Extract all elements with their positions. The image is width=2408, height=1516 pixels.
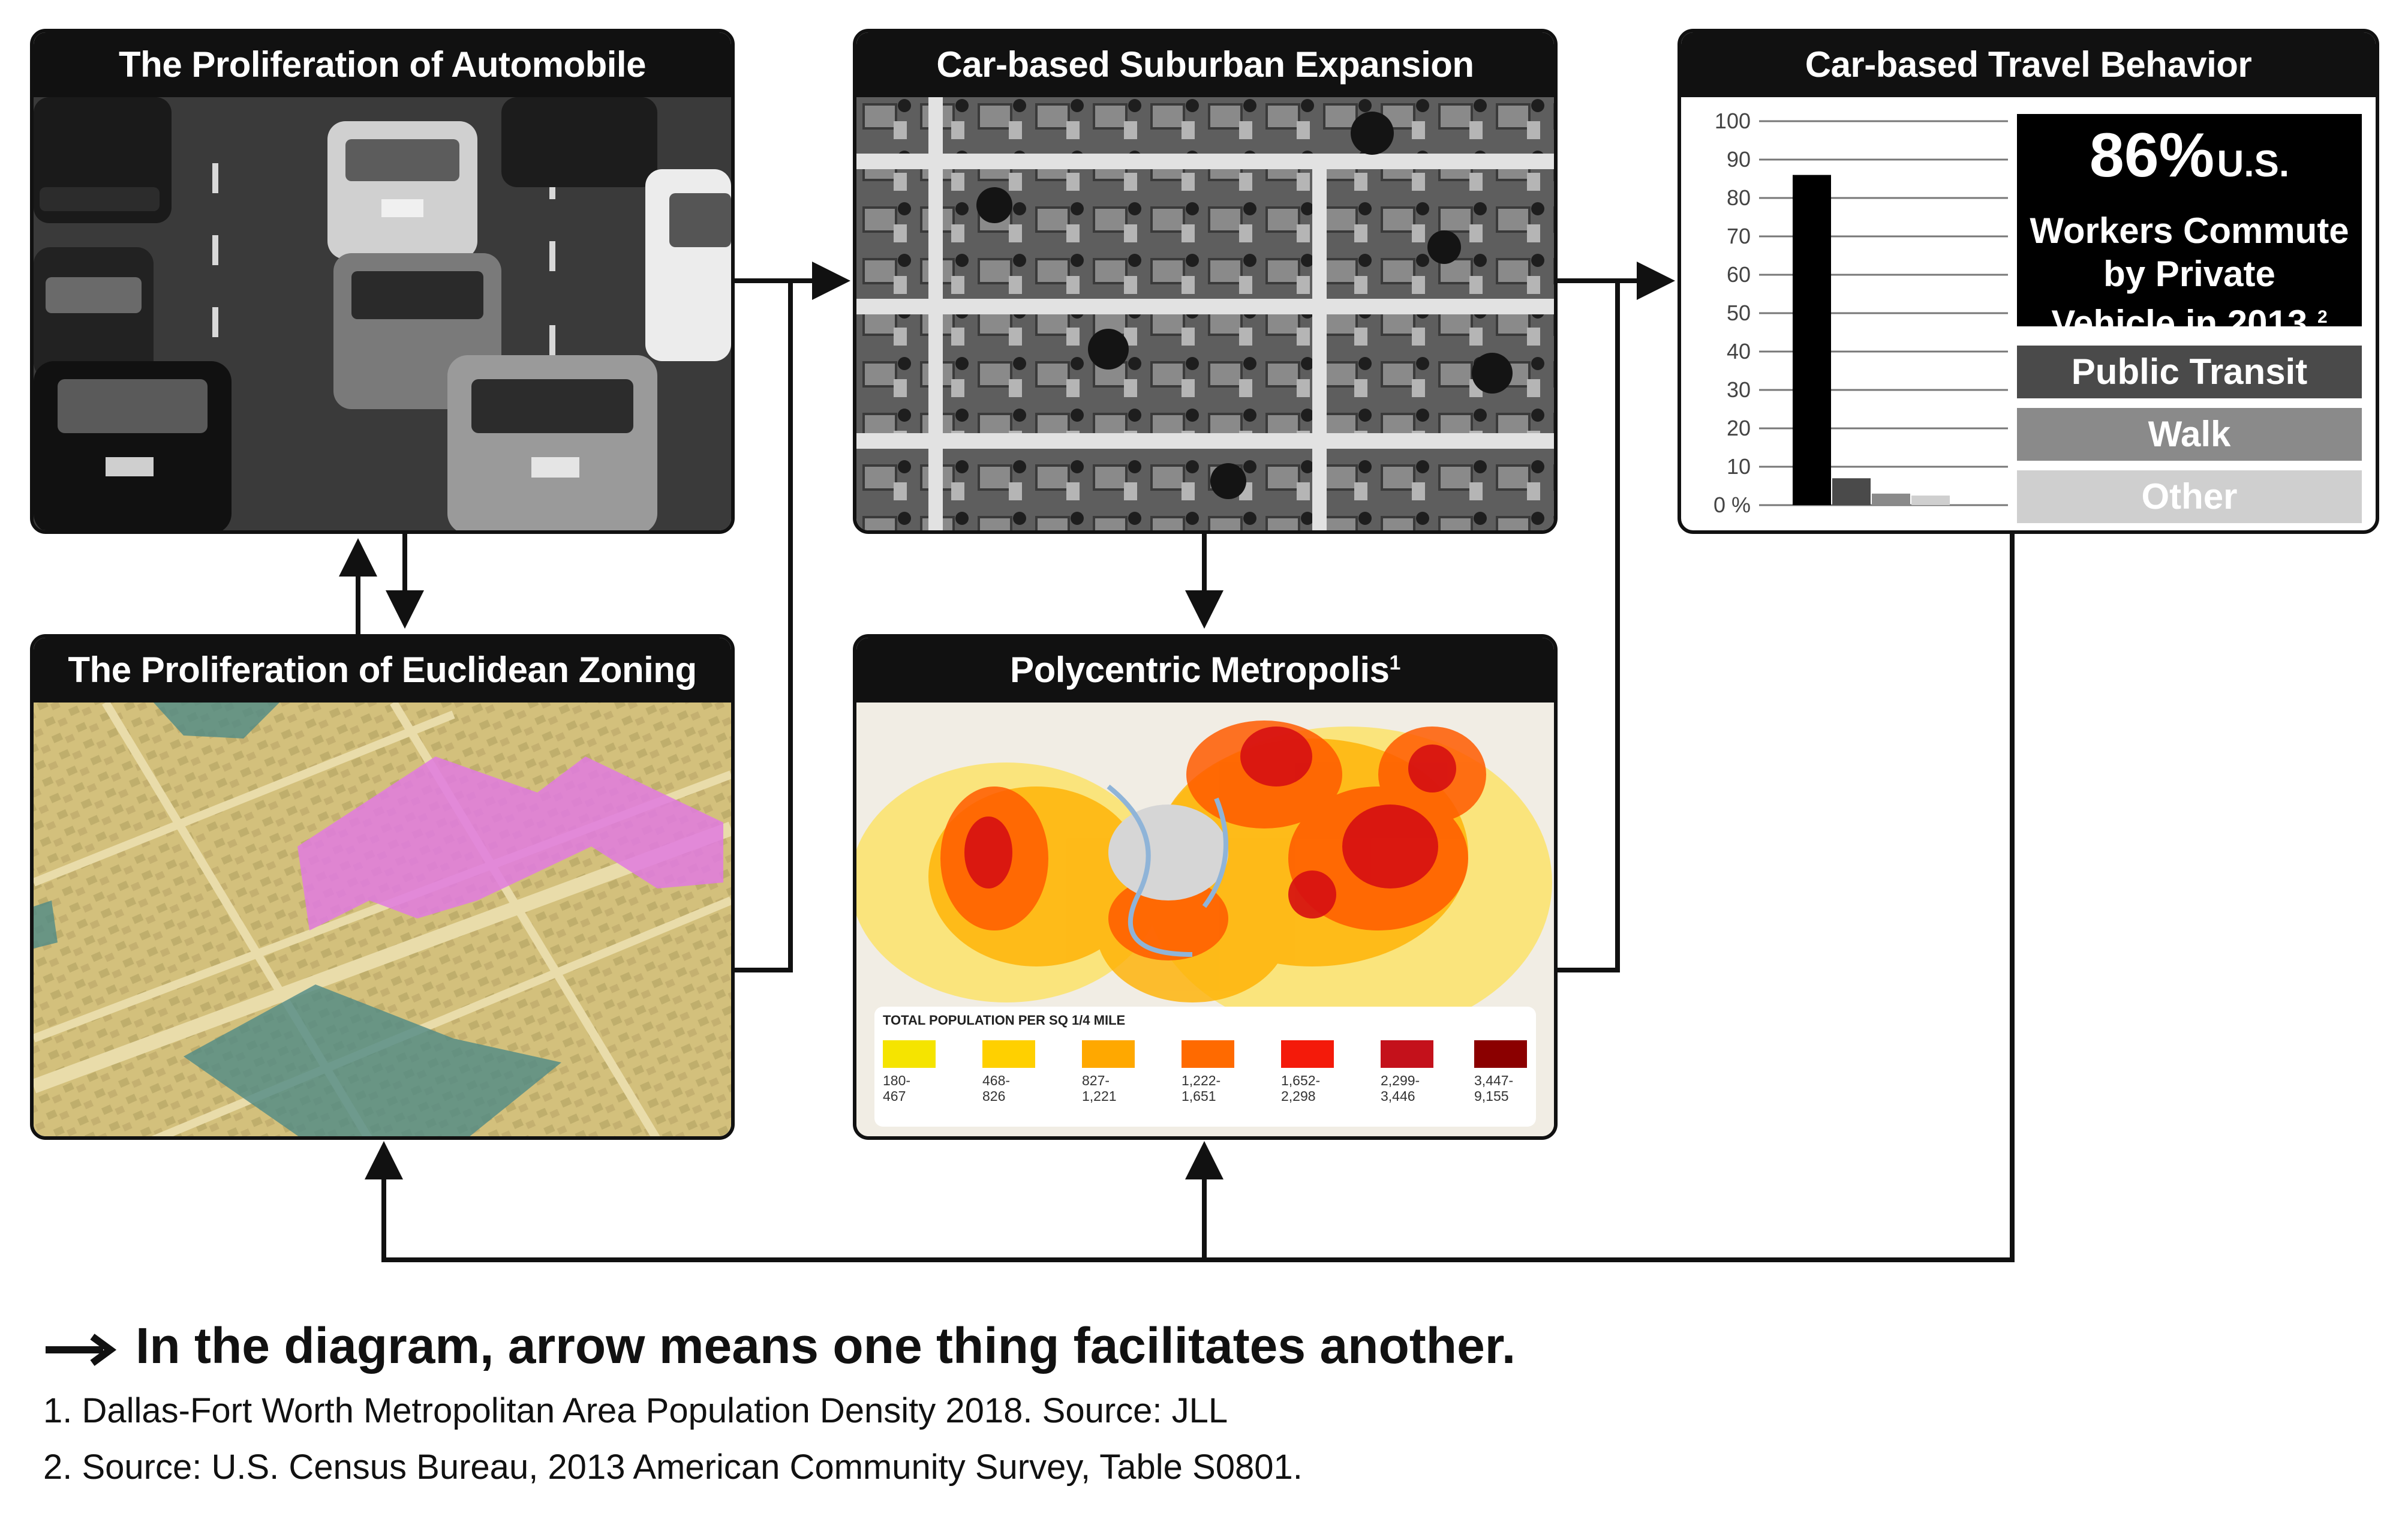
footnote-1: 1. Dallas-Fort Worth Metropolitan Area P… (43, 1391, 1228, 1430)
travel-chart-area: 0 % 10 20 30 40 50 60 70 80 90 100 86% U.S. Worker… (1681, 97, 2376, 530)
y-tick-label: 90 (1727, 147, 1751, 172)
arrow-right-icon (46, 1333, 117, 1366)
commute-unit: U.S. (2217, 143, 2290, 185)
legend-swatch (1082, 1040, 1135, 1068)
traffic-photo (34, 97, 731, 530)
panel-metro: Polycentric Metropolis1 TOTAL POPUL (853, 634, 1558, 1140)
arrow-travel-loop (365, 533, 2015, 1262)
zoning-map (34, 700, 731, 1136)
legend-label: 1,652- 2,298 (1281, 1073, 1321, 1104)
mode-walk: Walk (2017, 408, 2362, 461)
bar-private-vehicle (1793, 175, 1831, 506)
mode-public-transit: Public Transit (2017, 346, 2362, 398)
y-tick-label: 10 (1727, 454, 1751, 479)
bar-walk (1872, 493, 1910, 505)
legend-title: TOTAL POPULATION PER SQ 1/4 MILE (883, 1013, 1126, 1028)
y-tick-label: 70 (1727, 224, 1751, 248)
legend-label: 180- 467 (883, 1073, 911, 1104)
commute-percent: 86% (2089, 121, 2215, 190)
panel-title-zoning: The Proliferation of Euclidean Zoning (34, 638, 731, 703)
panel-suburban: Car-based Suburban Expansion (853, 29, 1558, 534)
footnote-ref-1: 1 (1389, 652, 1401, 674)
panel-title-suburban: Car-based Suburban Expansion (856, 32, 1554, 97)
panel-title-metro: Polycentric Metropolis1 (856, 638, 1554, 703)
commute-stat-box: 86% U.S. Workers Commute by Private Vehi… (2017, 114, 2362, 343)
legend-item: 3,447- 9,155 (1474, 1040, 1527, 1104)
legend-item: 1,652- 2,298 (1281, 1040, 1334, 1104)
mode-walk-label: Walk (2148, 414, 2231, 454)
y-tick-label: 50 (1727, 301, 1751, 325)
y-tick-label: 100 (1715, 109, 1751, 133)
travel-bar-chart: 0 % 10 20 30 40 50 60 70 80 90 100 (1713, 109, 2008, 517)
mode-public-transit-label: Public Transit (2071, 352, 2308, 392)
footnote-2: 2. Source: U.S. Census Bureau, 2013 Amer… (43, 1448, 1303, 1487)
legend-item: 2,299- 3,446 (1381, 1040, 1433, 1104)
zone-institutional-bottom (184, 984, 561, 1136)
panel-automobile: The Proliferation of Automobile (30, 29, 735, 534)
panel-title-metro-text: Polycentric Metropolis (1010, 650, 1390, 690)
y-tick-label: 60 (1727, 262, 1751, 287)
panel-title-travel: Car-based Travel Behavior (1681, 32, 2376, 97)
commute-line-2: by Private (2103, 254, 2275, 294)
density-map: TOTAL POPULATION PER SQ 1/4 MILE 180- 46… (856, 703, 1554, 1136)
aerial-suburb-photo (856, 97, 1554, 530)
zone-commercial (297, 757, 723, 930)
legend-item: 1,222- 1,651 (1182, 1040, 1234, 1104)
legend-swatch (1381, 1040, 1433, 1068)
legend-label: 827- 1,221 (1082, 1073, 1117, 1104)
y-tick-label: 80 (1727, 185, 1751, 210)
y-tick-label: 20 (1727, 416, 1751, 440)
arrow-metro-to-travel (1558, 281, 1620, 972)
legend-swatch (1182, 1040, 1234, 1068)
footnote-ref-2: 2 (2317, 307, 2328, 327)
y-tick-label: 40 (1727, 339, 1751, 364)
legend-swatch (1474, 1040, 1527, 1068)
legend-item: 468- 826 (982, 1040, 1035, 1104)
bar-other (1911, 496, 1950, 505)
zone-institutional-left (34, 900, 58, 948)
arrow-zoning-to-suburban (735, 281, 793, 972)
panel-title-automobile: The Proliferation of Automobile (34, 32, 731, 97)
legend-item: 827- 1,221 (1082, 1040, 1135, 1104)
legend-label: 3,447- 9,155 (1474, 1073, 1514, 1104)
footer-main-text: In the diagram, arrow means one thing fa… (136, 1317, 1516, 1374)
mode-other: Other (2017, 470, 2362, 523)
zone-institutional-top (154, 703, 279, 739)
mode-other-label: Other (2141, 476, 2238, 517)
panel-travel: Car-based Travel Behavior 0 % 10 20 30 40 50 6… (1678, 29, 2379, 534)
legend-swatch (883, 1040, 936, 1068)
density-legend: TOTAL POPULATION PER SQ 1/4 MILE 180- 46… (874, 1007, 1536, 1127)
commute-line-1: Workers Commute (2030, 211, 2349, 251)
y-tick-label: 30 (1727, 377, 1751, 402)
legend-label: 468- 826 (982, 1073, 1011, 1104)
y-tick-label: 0 % (1713, 493, 1751, 517)
commute-line-3: Vehicle in 2013. (2051, 303, 2317, 343)
footer-legend-line: In the diagram, arrow means one thing fa… (43, 1317, 1516, 1375)
bar-public-transit (1832, 478, 1871, 505)
legend-swatch (1281, 1040, 1334, 1068)
legend-swatch (982, 1040, 1035, 1068)
legend-label: 2,299- 3,446 (1381, 1073, 1420, 1104)
panel-zoning: The Proliferation of Euclidean Zoning (30, 634, 735, 1140)
legend-label: 1,222- 1,651 (1182, 1073, 1221, 1104)
legend-item: 180- 467 (883, 1040, 936, 1104)
